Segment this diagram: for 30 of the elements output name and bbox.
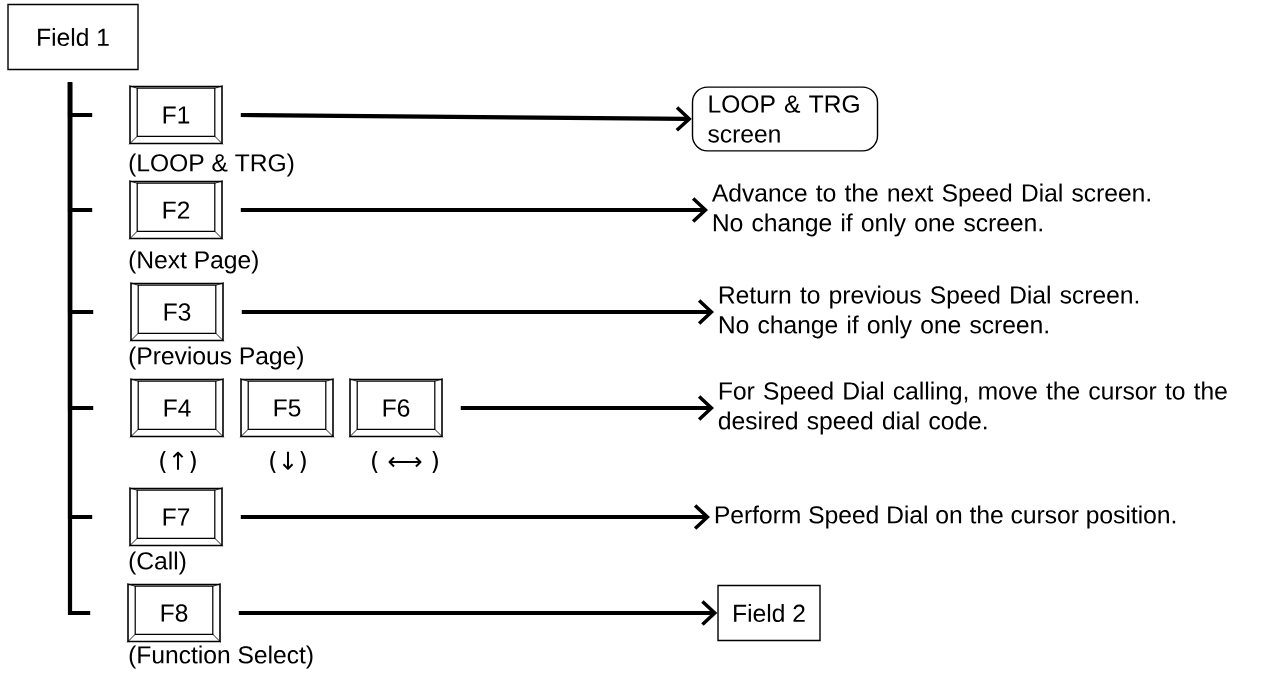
- key-caption: (LOOP & TRG): [129, 153, 294, 177]
- key-button: F4: [129, 378, 225, 438]
- arrow: [240, 197, 708, 223]
- key-button: F5: [239, 378, 335, 438]
- key-button: F6: [348, 378, 444, 438]
- key-caption: (Previous Page): [129, 346, 303, 370]
- field-box: Field 2: [717, 584, 821, 642]
- key-caption: ( ⟷ ): [372, 451, 438, 473]
- key-button: F2: [128, 180, 224, 240]
- key-caption: (Next Page): [129, 250, 258, 274]
- description-text: Perform Speed Dial on the cursor position.: [715, 505, 1176, 529]
- key-button: F3: [129, 282, 225, 342]
- screen-box: LOOP & TRG screen: [691, 86, 879, 152]
- arrow: [241, 299, 714, 325]
- key-button: F1: [128, 85, 224, 145]
- branch-line: [67, 82, 91, 616]
- description-text: For Speed Dial calling, move the cursor to the desired speed dial code.: [718, 381, 1227, 435]
- arrow: [240, 504, 710, 530]
- key-caption: (Function Select): [129, 645, 313, 669]
- arrow: [238, 600, 718, 626]
- key-caption: (↓): [270, 451, 306, 473]
- key-caption: (↑): [160, 451, 196, 473]
- key-button: F7: [128, 487, 224, 547]
- arrow: [240, 106, 692, 132]
- key-caption: (Call): [129, 551, 186, 575]
- description-text: Return to previous Speed Dial screen. No change if only one screen.: [719, 285, 1139, 339]
- key-button: F8: [126, 583, 222, 643]
- field-box: Field 1: [7, 3, 139, 71]
- description-text: Advance to the next Speed Dial screen. No change if only one screen.: [711, 183, 1150, 237]
- arrow: [460, 395, 714, 421]
